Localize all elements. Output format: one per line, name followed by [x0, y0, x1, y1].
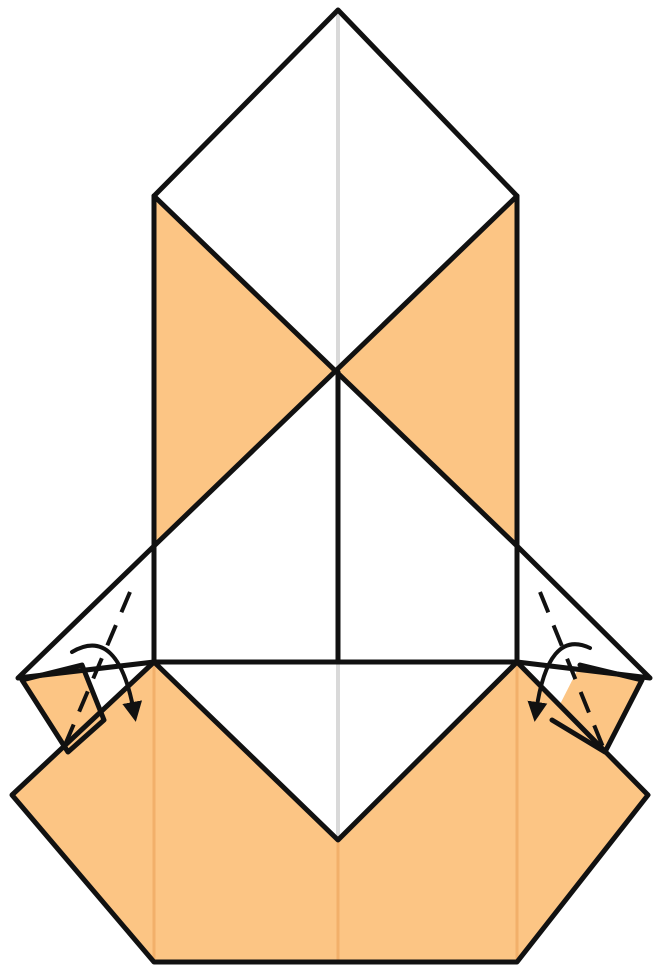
right-wing-outline: [517, 546, 650, 678]
left-wing-outline: [18, 546, 154, 678]
upper-right-colored-triangle: [338, 196, 517, 546]
top-tip-outline: [154, 10, 517, 196]
upper-left-colored-triangle: [154, 196, 338, 546]
